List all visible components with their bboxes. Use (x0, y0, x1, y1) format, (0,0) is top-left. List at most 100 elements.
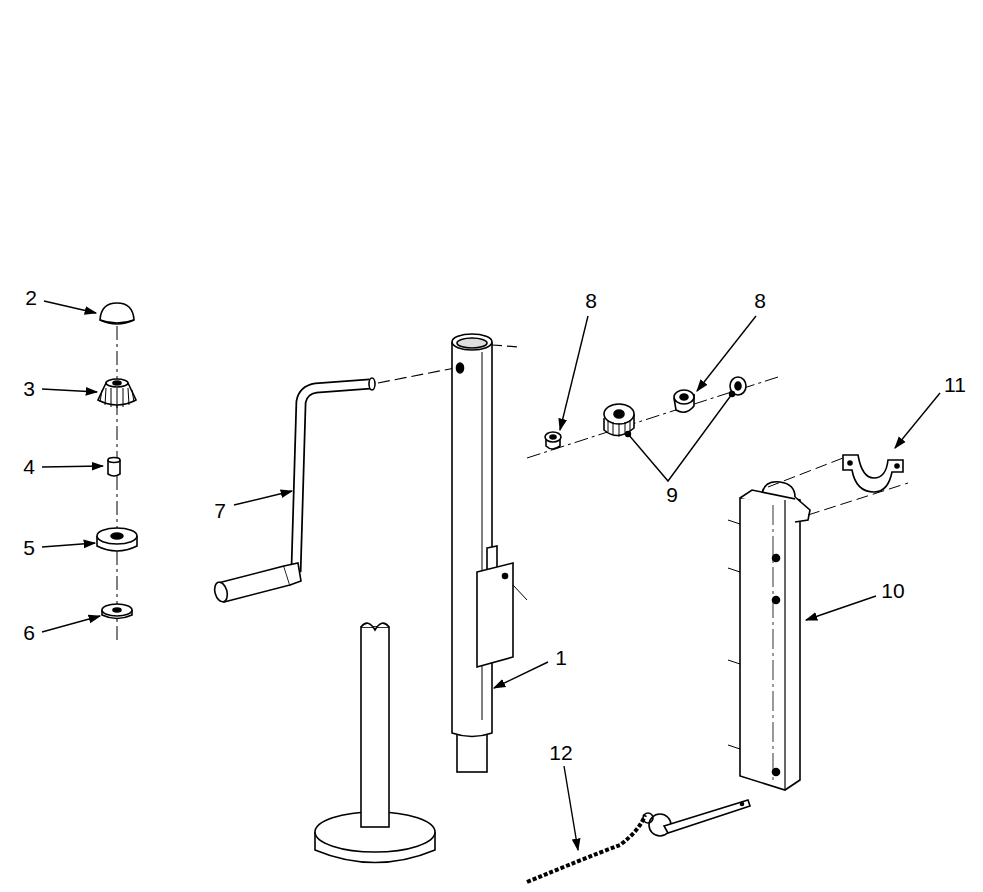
dash-line (527, 377, 778, 458)
callout-number: 4 (23, 456, 35, 477)
callout-number: 7 (214, 500, 226, 521)
thick-washer (97, 528, 137, 551)
pinion-gear (608, 420, 630, 437)
dash-line (768, 458, 908, 515)
mount-bracket (795, 497, 810, 522)
callout-number: 2 (25, 287, 37, 308)
center-line (116, 326, 118, 640)
leader-line (895, 393, 940, 448)
dash-line (492, 345, 527, 600)
callout-number: 11 (944, 374, 966, 395)
dash-line (378, 368, 455, 383)
mount-bracket (728, 482, 810, 790)
u-clamp (848, 461, 852, 465)
thin-washer (102, 604, 132, 616)
center-line (117, 326, 118, 640)
jack-tube (457, 363, 464, 373)
jack-illustration (42, 301, 940, 882)
callout-number: 5 (23, 537, 35, 558)
leader-line (560, 316, 588, 430)
callout-number: 6 (23, 622, 35, 643)
shaft-bushing (550, 435, 556, 439)
bevel-gear (98, 379, 136, 408)
jack-tube (457, 338, 487, 348)
thin-washer (113, 608, 121, 612)
callout-number: 8 (754, 290, 766, 311)
pin-chain (643, 813, 653, 823)
crank-handle (213, 378, 375, 603)
dash-line (513, 585, 527, 600)
mount-bracket (773, 555, 780, 562)
mount-bracket (784, 500, 785, 790)
leader-line (494, 662, 548, 688)
pinion-gear (604, 404, 634, 437)
pin-chain (741, 803, 744, 806)
bushing (108, 458, 120, 463)
crank-handle (218, 566, 290, 602)
dash-line (492, 345, 520, 347)
leader-line (44, 301, 96, 313)
callout-number: 1 (555, 647, 567, 668)
shaft-bushing (674, 390, 694, 404)
crank-handle (284, 563, 301, 585)
callout-number: 10 (881, 580, 904, 601)
mount-bracket (728, 520, 740, 749)
u-clamp (843, 455, 903, 492)
mount-bracket (773, 769, 780, 776)
mount-bracket (773, 505, 774, 782)
thick-washer (97, 528, 137, 544)
shaft-bushing (680, 394, 688, 400)
callout-number: 12 (549, 742, 572, 763)
thick-washer (111, 533, 123, 539)
dome-cap (100, 303, 134, 324)
pin-chain (664, 800, 750, 833)
leader-line (42, 543, 95, 547)
bevel-gear (100, 388, 134, 408)
mount-bracket (773, 597, 780, 604)
dash-line (527, 377, 778, 458)
shaft-bushing (545, 432, 561, 442)
mount-bracket (762, 482, 795, 497)
dash-line (378, 368, 455, 383)
leader-line (697, 316, 756, 391)
dome-cap (100, 303, 134, 324)
leader-line (564, 766, 578, 850)
mount-bracket (740, 498, 800, 790)
bushing (108, 458, 120, 477)
leader-line (42, 616, 100, 632)
leader-line (628, 394, 732, 481)
leader-line (234, 491, 292, 505)
bevel-gear (113, 381, 121, 385)
jack-tube (503, 574, 508, 579)
leader-line (42, 389, 97, 392)
leader-line (42, 301, 940, 850)
thin-washer (102, 604, 132, 619)
callout-number: 8 (585, 290, 597, 311)
foot-plate (361, 623, 389, 630)
washer (735, 382, 741, 390)
dash-line (808, 483, 908, 515)
jack-tube (452, 334, 513, 772)
mount-bracket (740, 490, 800, 508)
leader-line (730, 392, 735, 397)
leader-line (42, 466, 103, 467)
crank-handle (369, 378, 375, 390)
u-clamp (843, 455, 903, 492)
shaft-bushing (545, 432, 561, 449)
jack-tube (477, 563, 513, 667)
foot-plate (315, 623, 435, 862)
pin-chain (527, 800, 750, 882)
foot-plate (361, 627, 389, 827)
dash-line (768, 458, 843, 487)
u-clamp (895, 464, 899, 468)
callout-number: 3 (23, 378, 35, 399)
shaft-bushing (674, 390, 694, 412)
crank-handle (296, 384, 370, 572)
jack-tube (452, 342, 492, 737)
callout-number: 9 (666, 484, 678, 505)
crank-handle (296, 384, 370, 572)
pin-chain (527, 815, 645, 882)
leader-line (626, 432, 631, 437)
